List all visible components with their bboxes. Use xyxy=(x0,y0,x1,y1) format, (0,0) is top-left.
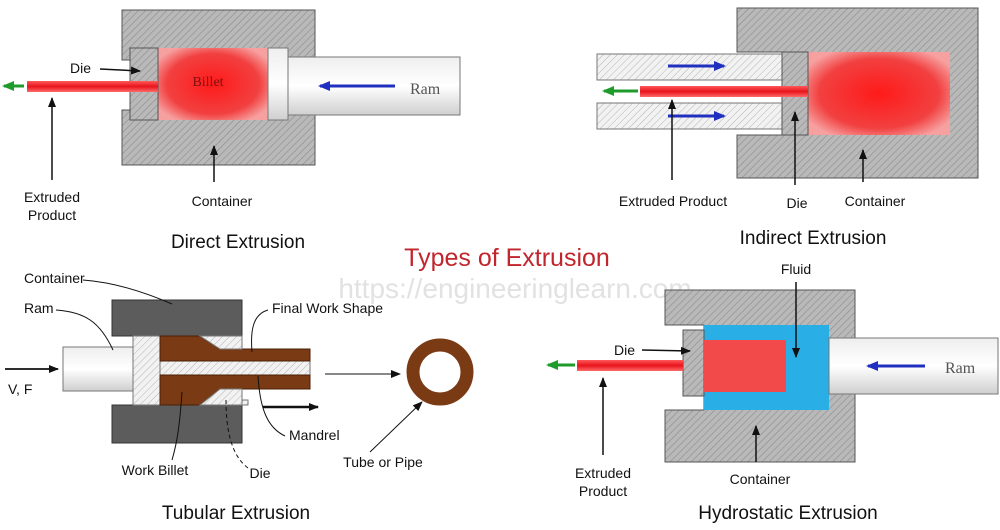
indirect-product-label: Extruded Product xyxy=(619,193,727,209)
hydrostatic-fluid-label: Fluid xyxy=(781,261,811,277)
indirect-extrusion-figure: Extruded Product Die Container Indirect … xyxy=(596,7,979,249)
tubular-die-label: Die xyxy=(249,465,270,481)
indirect-die-label: Die xyxy=(786,195,807,211)
tubular-mandrel xyxy=(159,360,311,376)
direct-container-label: Container xyxy=(192,193,253,209)
tubular-force-label: V, F xyxy=(8,381,32,397)
direct-ram-label: Ram xyxy=(410,81,441,98)
tubular-ram-label: Ram xyxy=(24,300,54,316)
hydrostatic-product-label-1: Extruded xyxy=(575,465,631,481)
direct-die-label: Die xyxy=(70,60,91,76)
tubular-ram-leader xyxy=(55,309,114,351)
direct-product-label-1: Extruded xyxy=(24,189,80,205)
direct-extruded-rod xyxy=(27,81,158,92)
tubular-tube-leader xyxy=(369,401,423,453)
indirect-title: Indirect Extrusion xyxy=(740,228,887,249)
hydrostatic-extrusion-figure: Ram Fluid Die Extruded Product Container… xyxy=(546,261,999,524)
hydrostatic-title: Hydrostatic Extrusion xyxy=(698,503,878,524)
tubular-die-lower xyxy=(198,388,243,406)
main-title: Types of Extrusion xyxy=(404,244,610,272)
watermark: https://engineeringlearn.com xyxy=(338,273,691,304)
direct-billet-label: Billet xyxy=(192,75,223,90)
direct-title: Direct Extrusion xyxy=(171,232,305,253)
indirect-extruded-rod xyxy=(640,86,808,97)
tubular-work-billet-leader xyxy=(171,391,183,461)
tubular-title: Tubular Extrusion xyxy=(162,503,310,524)
hydrostatic-container-label: Container xyxy=(730,471,791,487)
hydrostatic-product-label-2: Product xyxy=(579,483,627,499)
tubular-ram-block xyxy=(132,335,161,406)
tubular-die-leader xyxy=(225,399,249,469)
tubular-work-billet-label: Work Billet xyxy=(122,462,189,478)
tubular-tube-label: Tube or Pipe xyxy=(343,454,423,470)
hydrostatic-die xyxy=(682,329,705,397)
tubular-final-shape-leader xyxy=(251,309,269,353)
tubular-tube-ring xyxy=(406,338,474,406)
direct-product-label-2: Product xyxy=(28,207,76,223)
direct-die-leader xyxy=(99,66,141,75)
hydrostatic-die-leader xyxy=(641,346,691,355)
indirect-container-label: Container xyxy=(845,193,906,209)
tubular-final-shape-label: Final Work Shape xyxy=(272,300,383,316)
hydrostatic-die-label: Die xyxy=(614,342,635,358)
direct-billet xyxy=(158,48,268,120)
hydrostatic-billet xyxy=(704,340,786,392)
tubular-container-top xyxy=(111,299,243,337)
tubular-ram-rod xyxy=(62,346,134,392)
tubular-mandrel-label: Mandrel xyxy=(289,427,340,443)
tubular-die-upper xyxy=(198,335,243,350)
hydrostatic-ram-label: Ram xyxy=(945,360,976,377)
direct-ram-pad xyxy=(267,47,289,121)
indirect-ram-lower xyxy=(596,102,783,130)
hydrostatic-extruded-rod xyxy=(577,360,683,371)
tubular-container-label: Container xyxy=(24,270,85,286)
tubular-extrusion-figure: V, F Tube or Pipe Container Ram Final Wo… xyxy=(5,270,474,524)
tubular-container-leader xyxy=(82,279,173,305)
tubular-mandrel-leader xyxy=(257,375,286,437)
direct-extrusion-figure: Billet Ram Die Extruded Product Containe… xyxy=(2,9,461,253)
indirect-billet xyxy=(808,52,950,135)
